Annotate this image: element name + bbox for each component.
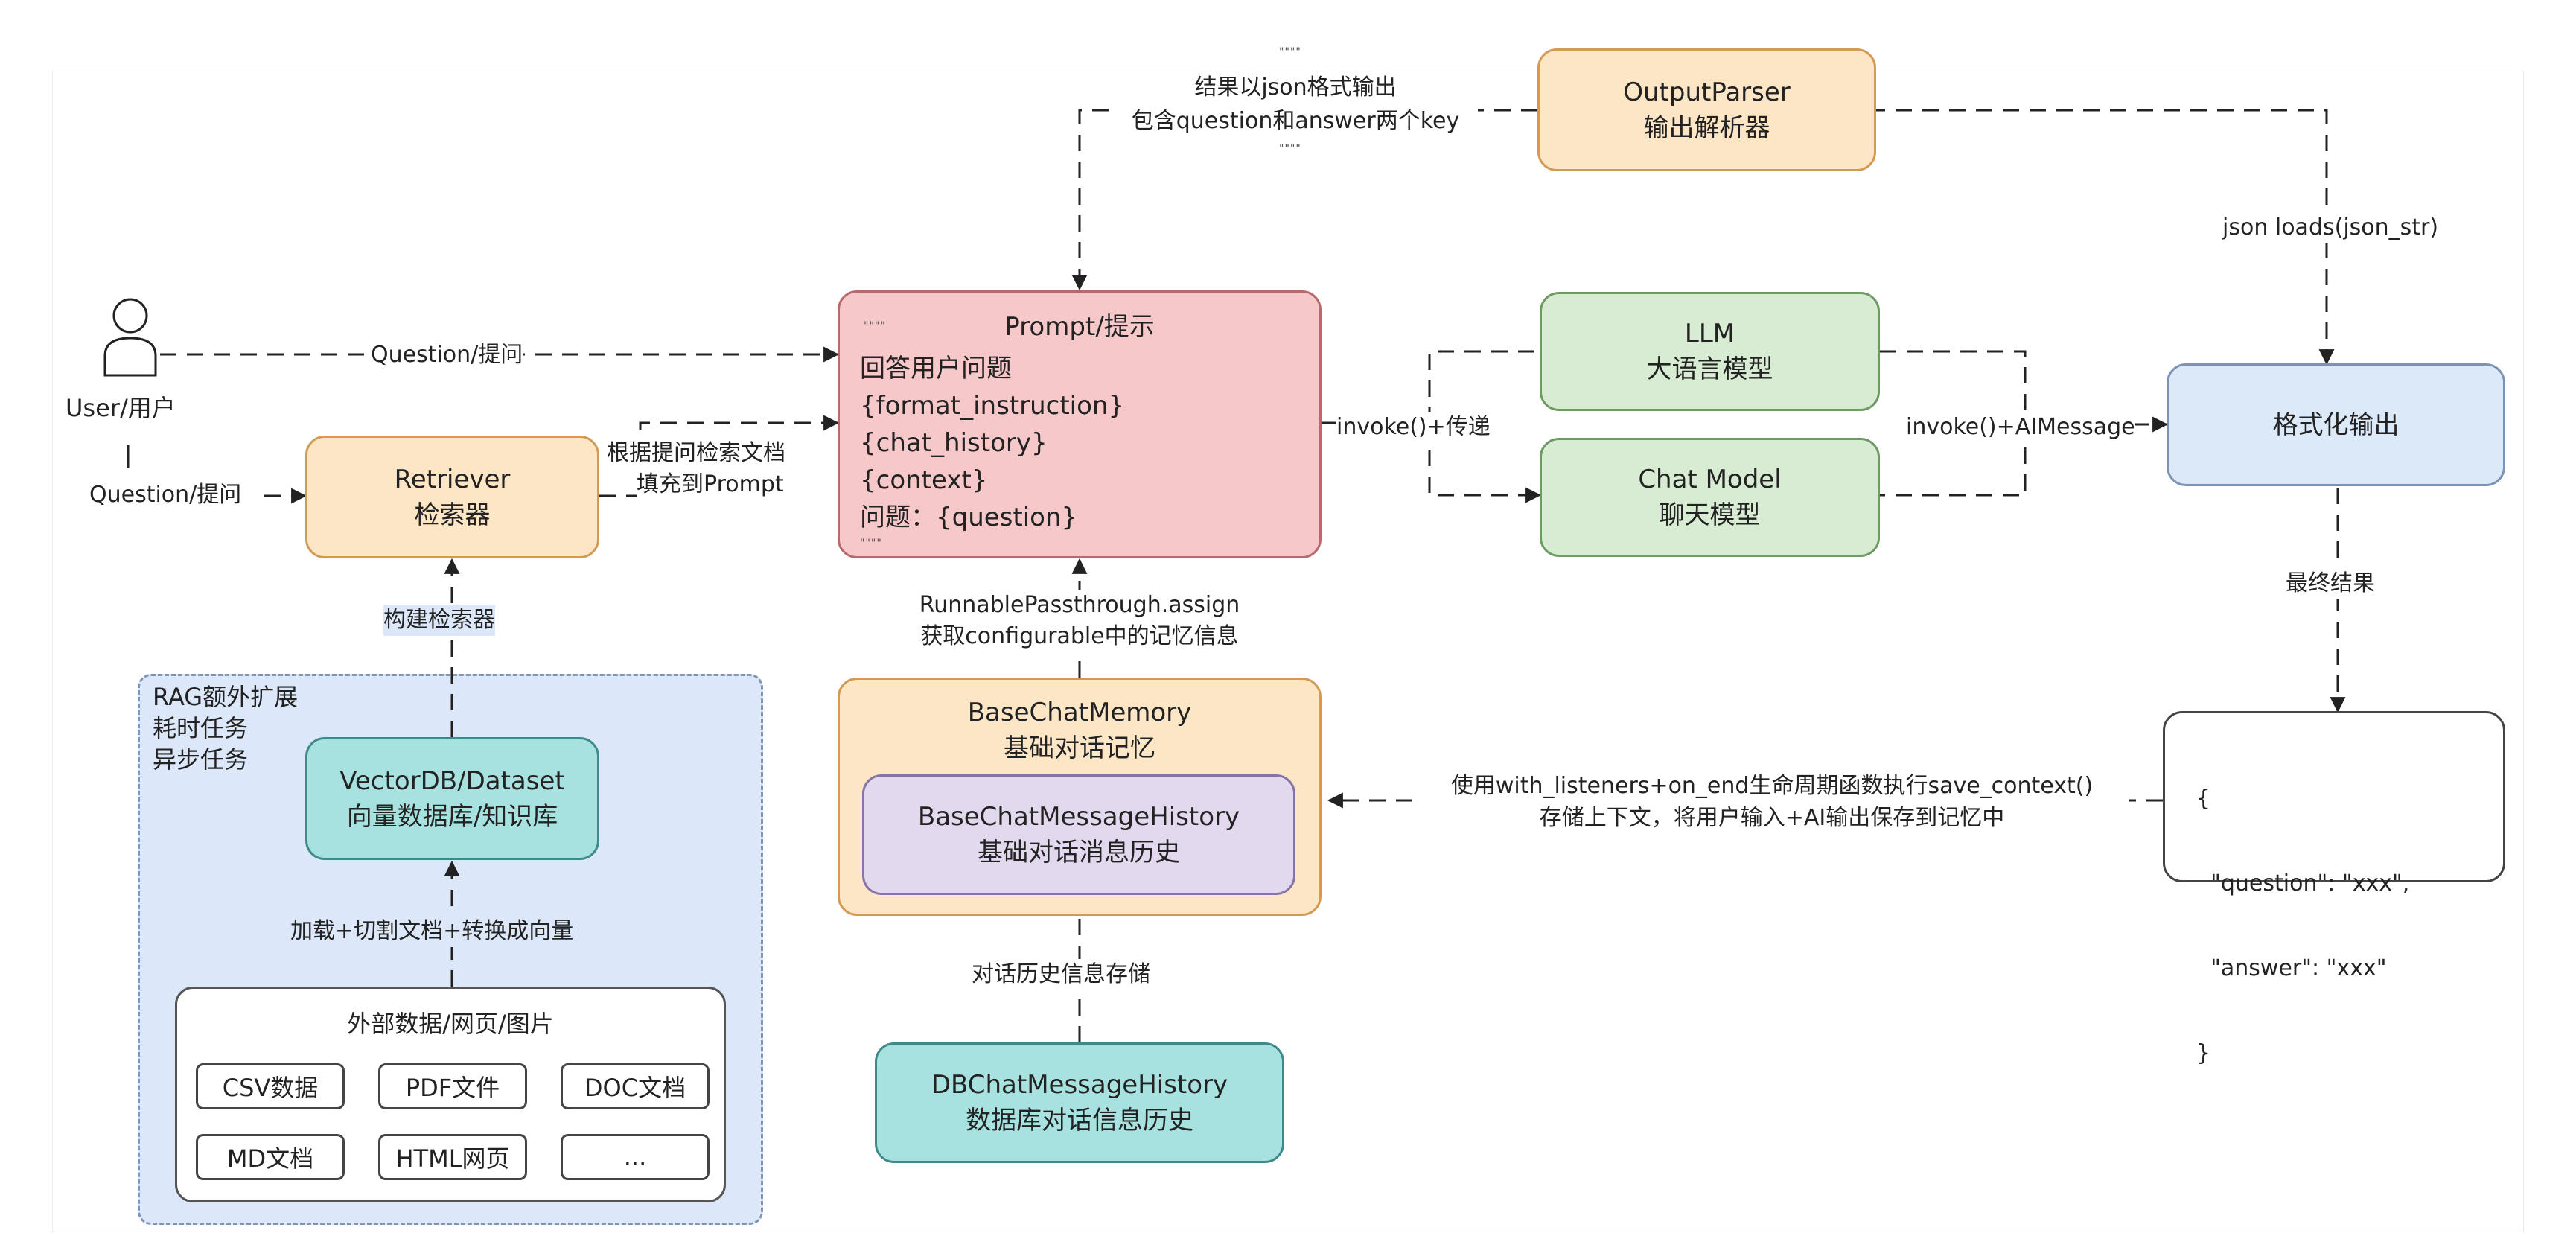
external-data-box: 外部数据/网页/图片 CSV数据 PDF文件 DOC文档 MD文档 HTML网页… xyxy=(175,987,726,1202)
json-format-open-quotes: """" xyxy=(1279,46,1301,58)
chip-html: HTML网页 xyxy=(378,1134,527,1180)
format-output-node: 格式化输出 xyxy=(2167,363,2505,486)
prompt-open-quotes: """" xyxy=(864,320,886,332)
retriever-title: Retriever xyxy=(394,464,511,494)
rag-note-line: RAG额外扩展 xyxy=(153,683,299,711)
chat-model-subtitle: 聊天模型 xyxy=(1659,500,1761,530)
edge-label-retrieve-1: 根据提问检索文档 xyxy=(607,438,785,469)
chip-pdf: PDF文件 xyxy=(378,1063,527,1109)
page-frame xyxy=(52,71,2524,1232)
edge-outputparser-to-format-output xyxy=(1869,109,2335,366)
edge-label-save-context-2: 存储上下文，将用户输入+AI输出保存到记忆中 xyxy=(1482,803,2062,834)
json-line: { xyxy=(2196,786,2211,812)
db-chat-message-history-node: DBChatMessageHistory 数据库对话信息历史 xyxy=(875,1042,1284,1163)
base-chat-message-history-node: BaseChatMessageHistory 基础对话消息历史 xyxy=(862,774,1295,895)
edge-label-json-format-1: 结果以json格式输出 xyxy=(1169,72,1422,103)
edge-label-runnable-1: RunnablePassthrough.assign xyxy=(893,590,1266,621)
vectordb-node: VectorDB/Dataset 向量数据库/知识库 xyxy=(305,737,599,860)
retriever-subtitle: 检索器 xyxy=(414,500,491,530)
chip-doc: DOC文档 xyxy=(561,1063,710,1109)
prompt-line: {format_instruction} xyxy=(860,391,1125,421)
edge-label-retrieve-2: 填充到Prompt xyxy=(637,469,784,500)
user-label: User/用户 xyxy=(66,394,176,422)
rag-note-line: 异步任务 xyxy=(153,745,249,774)
vectordb-subtitle: 向量数据库/知识库 xyxy=(346,801,558,832)
prompt-node: Prompt/提示 xyxy=(838,290,1322,558)
edge-label-build-retriever: 构建检索器 xyxy=(383,605,495,636)
prompt-line: 问题：{question} xyxy=(860,503,1078,532)
output-parser-title: OutputParser xyxy=(1623,77,1791,107)
edge-label-question-retriever: Question/提问 xyxy=(89,480,242,511)
vectordb-title: VectorDB/Dataset xyxy=(339,765,565,796)
prompt-line: 回答用户问题 xyxy=(860,354,1012,383)
edge-label-load-split: 加载+切割文档+转换成向量 xyxy=(290,916,574,947)
llm-node: LLM 大语言模型 xyxy=(1540,292,1880,411)
edge-label-question-prompt: Question/提问 xyxy=(371,340,523,371)
json-result-node xyxy=(2163,711,2505,882)
output-parser-node: OutputParser 输出解析器 xyxy=(1537,48,1876,171)
json-line: "answer": "xxx" xyxy=(2196,955,2387,981)
base-chat-memory-subtitle: 基础对话记忆 xyxy=(1004,733,1155,763)
json-line: "question": "xxx", xyxy=(2196,870,2410,896)
prompt-line: {context} xyxy=(860,465,988,495)
prompt-title: Prompt/提示 xyxy=(1004,312,1155,342)
edge-label-history-storage: 对话历史信息存储 xyxy=(972,959,1150,990)
chat-model-node: Chat Model 聊天模型 xyxy=(1540,438,1880,557)
chip-csv: CSV数据 xyxy=(196,1063,345,1109)
json-line: } xyxy=(2196,1040,2211,1066)
format-output-title: 格式化输出 xyxy=(2272,410,2400,440)
prompt-line: {chat_history} xyxy=(860,428,1048,458)
edge-label-invoke-pass: invoke()+传递 xyxy=(1336,412,1491,443)
json-format-close-quotes: """" xyxy=(1279,143,1301,155)
edge-label-runnable-2: 获取configurable中的记忆信息 xyxy=(886,621,1273,652)
user-icon xyxy=(103,298,157,377)
edge-label-invoke-aimessage: invoke()+AIMessage xyxy=(1906,412,2135,443)
edge-label-final-result: 最终结果 xyxy=(2286,568,2375,599)
edge-label-json-loads: json loads(json_str) xyxy=(2222,212,2439,243)
prompt-close-quotes: """" xyxy=(860,538,882,549)
db-chat-message-history-title: DBChatMessageHistory xyxy=(931,1070,1228,1100)
output-parser-subtitle: 输出解析器 xyxy=(1643,112,1770,143)
json-result-body: { "question": "xxx", "answer": "xxx" } xyxy=(2196,728,2409,1124)
chat-model-title: Chat Model xyxy=(1638,465,1782,494)
base-chat-message-history-subtitle: 基础对话消息历史 xyxy=(978,838,1180,867)
rag-note-line: 耗时任务 xyxy=(153,714,249,742)
chip-more: ... xyxy=(561,1134,710,1180)
rag-notes: RAG额外扩展 耗时任务 异步任务 xyxy=(153,681,298,775)
llm-title: LLM xyxy=(1684,319,1735,348)
prompt-body: 回答用户问题 {format_instruction} {chat_histor… xyxy=(860,350,1124,551)
edge-label-json-format-2: 包含question和answer两个key xyxy=(1113,106,1478,137)
base-chat-message-history-title: BaseChatMessageHistory xyxy=(917,802,1240,832)
edge-label-save-context-1: 使用with_listeners+on_end生命周期函数执行save_cont… xyxy=(1415,771,2129,802)
llm-subtitle: 大语言模型 xyxy=(1646,354,1773,384)
db-chat-message-history-subtitle: 数据库对话信息历史 xyxy=(966,1106,1193,1135)
retriever-node: Retriever 检索器 xyxy=(305,436,599,558)
edge-outputparser-to-prompt xyxy=(1071,109,1537,291)
chip-md: MD文档 xyxy=(196,1134,345,1180)
external-data-title: 外部数据/网页/图片 xyxy=(347,1010,554,1038)
base-chat-memory-title: BaseChatMemory xyxy=(967,698,1192,727)
